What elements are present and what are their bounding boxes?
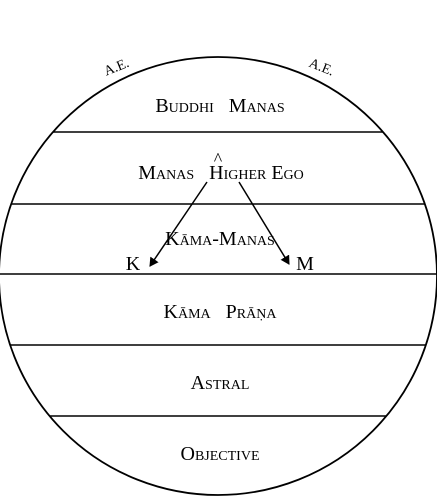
band-label-kama-prana: Kāma Prāṇa	[164, 301, 278, 323]
arc-label-right: A.E.	[307, 56, 336, 80]
band-label-astral: Astral	[191, 372, 250, 394]
caret-mark: ^	[214, 149, 223, 169]
arrow-to-k	[149, 181, 208, 267]
band-label-manas-higher-ego: Manas Higher Ego	[138, 162, 304, 184]
outer-circle	[0, 56, 437, 496]
band-dividers	[0, 131, 437, 417]
marker-k: K	[126, 253, 141, 275]
band-label-kama-manas: Kāma-Manas	[165, 228, 275, 250]
marker-m: M	[296, 253, 314, 275]
band-label-buddhi-manas: Buddhi Manas	[155, 95, 284, 117]
band-label-objective: Objective	[181, 443, 260, 465]
arrow-to-m	[238, 181, 290, 265]
